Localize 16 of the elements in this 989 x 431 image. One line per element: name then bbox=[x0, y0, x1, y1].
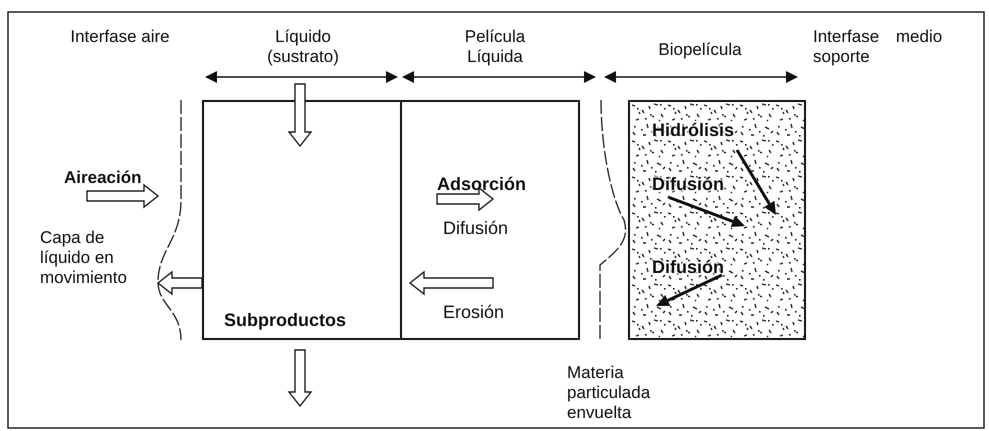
process-label: Difusión bbox=[443, 218, 508, 238]
heading-label: Biopelícula bbox=[657, 40, 743, 60]
process-label: Difusión bbox=[651, 257, 725, 277]
layer-box bbox=[202, 100, 402, 340]
heading-label: Interfase aire bbox=[69, 27, 171, 47]
heading-label: Interfase medio soporte bbox=[813, 27, 944, 67]
process-label: Subproductos bbox=[224, 310, 346, 330]
block-arrow bbox=[156, 270, 203, 296]
heading-label: Materia particulada envuelta bbox=[567, 363, 652, 423]
stippled-layer-box bbox=[628, 100, 806, 340]
heading-label: Película Líquida bbox=[464, 27, 526, 67]
heading-label: Aireación bbox=[64, 168, 142, 188]
heading-label: Líquido (sustrato) bbox=[266, 27, 340, 67]
process-label: Erosión bbox=[443, 302, 504, 322]
side-label: Capa de líquido en movimiento bbox=[40, 228, 128, 288]
process-label: Adsorción bbox=[437, 174, 526, 194]
